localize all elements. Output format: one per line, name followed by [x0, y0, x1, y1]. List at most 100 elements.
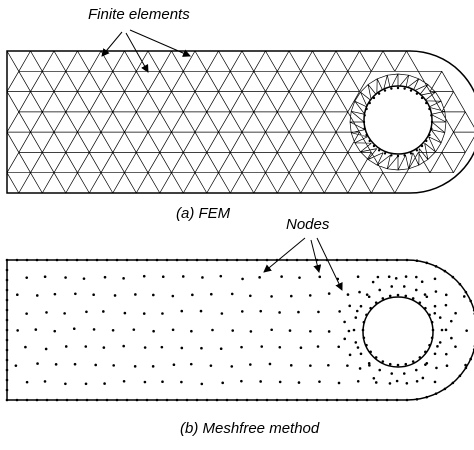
- meshfree-node: [270, 295, 273, 298]
- meshfree-node: [405, 381, 409, 385]
- meshfree-node: [85, 310, 88, 314]
- meshfree-node: [433, 311, 437, 315]
- meshfree-node: [143, 346, 147, 349]
- meshfree-node: [180, 380, 183, 384]
- meshfree-node: [420, 280, 424, 284]
- meshfree-node: [268, 362, 272, 366]
- meshfree-node: [354, 341, 358, 344]
- meshfree-node: [309, 329, 312, 333]
- meshfree-boundary-node: [255, 258, 259, 262]
- meshfree-node: [63, 312, 66, 315]
- meshfree-node: [298, 276, 301, 279]
- meshfree-hole-node: [418, 301, 422, 304]
- meshfree-boundary-node: [285, 258, 289, 262]
- meshfree-nodes: [5, 258, 474, 402]
- meshfree-node: [289, 364, 293, 367]
- meshfree-node: [181, 275, 185, 278]
- meshfree-boundary-node: [55, 258, 59, 262]
- meshfree-node: [358, 290, 361, 294]
- meshfree-boundary-node: [395, 398, 399, 402]
- meshfree-node: [337, 345, 341, 349]
- meshfree-boundary-node: [425, 395, 429, 399]
- meshfree-node: [132, 328, 136, 331]
- meshfree-boundary-node: [5, 388, 9, 392]
- meshfree-boundary-node: [25, 398, 29, 402]
- meshfree-boundary-node: [125, 258, 129, 262]
- meshfree-boundary-node: [5, 318, 9, 322]
- meshfree-node: [36, 362, 39, 365]
- meshfree-hole-node: [362, 320, 366, 324]
- meshfree-node: [64, 276, 67, 279]
- meshfree-node: [338, 310, 341, 313]
- meshfree-node: [414, 368, 418, 372]
- meshfree-node: [343, 337, 347, 341]
- meshfree-node: [240, 345, 243, 349]
- arrow-to-node-1: [263, 237, 306, 273]
- meshfree-node: [151, 365, 155, 368]
- meshfree-boundary-node: [443, 269, 447, 273]
- fem-hole-node: [390, 87, 393, 90]
- meshfree-boundary-node: [315, 398, 319, 402]
- meshfree-boundary-node: [85, 258, 89, 262]
- meshfree-node: [445, 364, 449, 368]
- finite-elements-arrows: [101, 29, 191, 73]
- meshfree-node: [465, 329, 468, 332]
- meshfree-boundary-node: [385, 398, 389, 402]
- meshfree-boundary-node: [85, 398, 89, 402]
- fem-hole-boundary: [363, 85, 433, 155]
- meshfree-node: [171, 328, 175, 332]
- fem-hole-node: [365, 107, 368, 111]
- meshfree-boundary-node: [165, 398, 169, 402]
- meshfree-node: [231, 329, 235, 332]
- meshfree-node: [347, 329, 351, 333]
- meshfree-boundary-node: [275, 398, 279, 402]
- meshfree-boundary-node: [451, 381, 455, 385]
- meshfree-node: [288, 329, 292, 332]
- meshfree-node: [113, 294, 117, 297]
- fem-hole-node: [409, 89, 413, 92]
- meshfree-boundary-node: [5, 378, 9, 382]
- meshfree-boundary-node: [235, 398, 239, 402]
- meshfree-node: [425, 295, 429, 299]
- fem-hole-node: [390, 154, 393, 157]
- meshfree-node: [371, 280, 375, 284]
- fem-hole-node: [368, 101, 371, 105]
- meshfree-boundary-node: [345, 398, 349, 402]
- meshfree-boundary-node: [5, 258, 9, 262]
- meshfree-boundary-node: [215, 398, 219, 402]
- meshfree-node: [201, 276, 204, 279]
- meshfree-node: [433, 380, 437, 384]
- meshfree-boundary-node: [175, 258, 179, 262]
- meshfree-hole-node: [388, 294, 392, 298]
- meshfree-node: [209, 364, 213, 367]
- meshfree-node: [348, 353, 352, 357]
- meshfree-node: [454, 311, 457, 315]
- meshfree-boundary-node: [55, 398, 59, 402]
- meshfree-boundary-node: [185, 258, 189, 262]
- meshfree-node: [92, 328, 96, 331]
- meshfree-node: [143, 380, 147, 384]
- meshfree-hole-node: [381, 297, 385, 300]
- meshfree-node: [365, 293, 369, 296]
- meshfree-node: [423, 293, 427, 296]
- fem-hole-node: [396, 86, 400, 90]
- meshfree-boundary-node: [405, 398, 409, 402]
- meshfree-hole-node: [411, 360, 415, 363]
- meshfree-boundary-node: [45, 258, 49, 262]
- meshfree-node: [454, 345, 457, 348]
- fem-hole-node: [372, 144, 376, 148]
- meshfree-node: [102, 346, 106, 349]
- meshfree-boundary-node: [295, 258, 299, 262]
- meshfree-node: [102, 310, 105, 313]
- meshfree-node: [434, 290, 438, 293]
- meshfree-hole-node: [418, 356, 422, 359]
- meshfree-boundary-node: [469, 299, 472, 303]
- meshfree-node: [346, 364, 349, 367]
- meshfree-node: [378, 288, 382, 292]
- meshfree-node: [297, 381, 301, 384]
- meshfree-boundary-node: [65, 258, 69, 262]
- meshfree-boundary-node: [458, 282, 462, 286]
- meshfree-boundary-node: [285, 398, 289, 402]
- fem-caption: (a) FEM: [176, 205, 231, 222]
